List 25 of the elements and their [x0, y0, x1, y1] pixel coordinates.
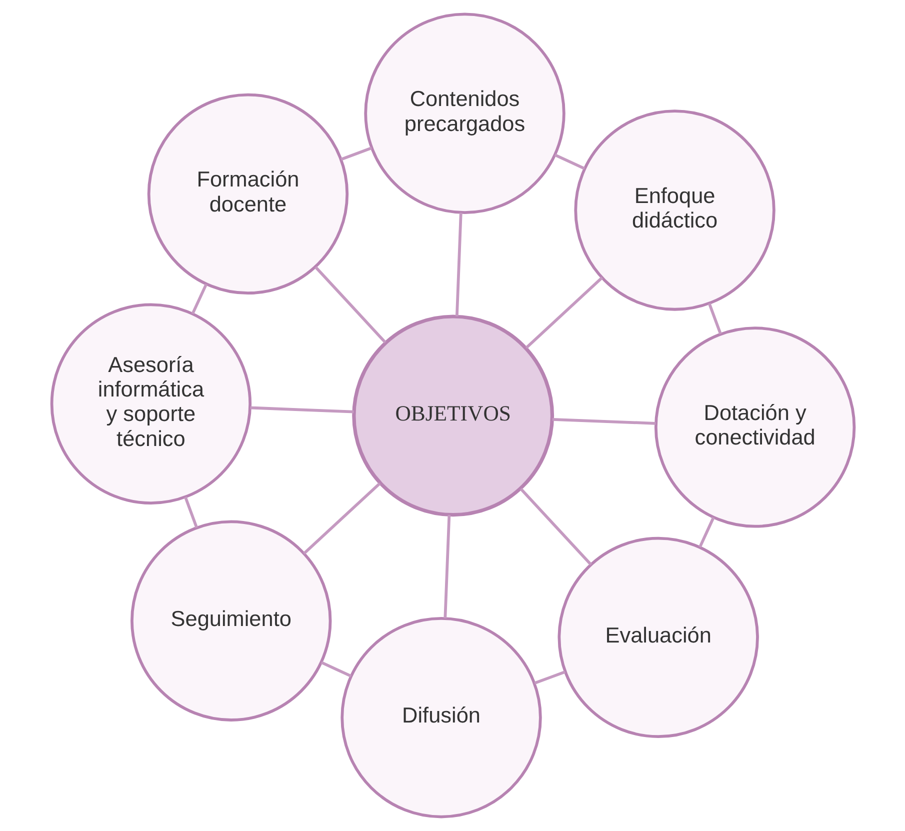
- node-circle: Difusión: [340, 617, 542, 818]
- connector: [454, 212, 462, 316]
- connector: [320, 661, 352, 678]
- node-circle: Asesoría informática y soporte técnico: [50, 303, 252, 504]
- connector: [698, 516, 714, 548]
- connector: [250, 406, 354, 414]
- connector: [534, 670, 566, 684]
- node-circle: Formación docente: [146, 93, 348, 295]
- connector: [554, 154, 585, 170]
- connector: [552, 418, 656, 425]
- connector: [340, 146, 372, 161]
- node-circle: Dotación y conectividad: [654, 326, 856, 528]
- node-circle: Enfoque didáctico: [574, 110, 775, 311]
- connector: [707, 302, 722, 334]
- node-circle: Contenidos precargados: [364, 12, 565, 214]
- connector: [190, 284, 208, 314]
- connector: [443, 514, 450, 618]
- connector: [302, 482, 380, 555]
- node-circle: Evaluación: [557, 536, 758, 738]
- connector: [314, 266, 386, 344]
- node-circle: Seguimiento: [130, 520, 332, 722]
- connector: [524, 276, 603, 349]
- connector: [519, 488, 592, 566]
- node-circle: OBJETIVOS: [352, 314, 554, 517]
- connector: [184, 496, 198, 528]
